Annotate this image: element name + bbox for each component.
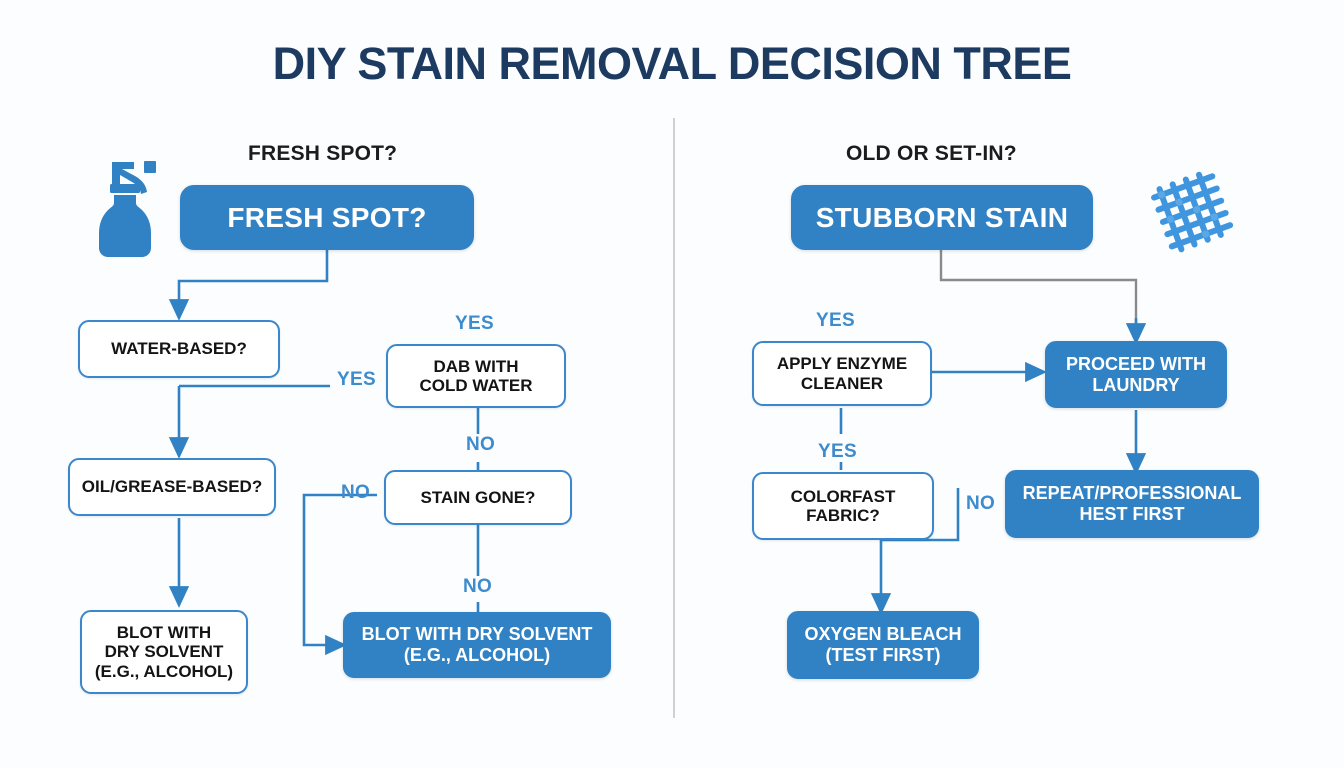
node-proceed-with-laundry[interactable]: PROCEED WITH LAUNDRY [1045, 341, 1227, 408]
page-title: DIY STAIN REMOVAL DECISION TREE [272, 38, 1072, 89]
left-column-header: FRESH SPOT? [248, 142, 398, 165]
node-stain-gone[interactable]: STAIN GONE? [384, 470, 572, 525]
node-dab-cold-water[interactable]: DAB WITH COLD WATER [386, 344, 566, 408]
node-repeat-professional[interactable]: REPEAT/PROFESSIONAL HEST FIRST [1005, 470, 1259, 538]
node-stubborn-stain-root[interactable]: STUBBORN STAIN [791, 185, 1093, 250]
edge-label-yes-above-dab: YES [455, 313, 494, 334]
node-apply-enzyme-cleaner[interactable]: APPLY ENZYME CLEANER [752, 341, 932, 406]
node-blot-dry-solvent-outlined[interactable]: BLOT WITH DRY SOLVENT (E.G., ALCOHOL) [80, 610, 248, 694]
edge-label-yes-below-enzyme: YES [818, 441, 857, 462]
node-fresh-spot-root[interactable]: FRESH SPOT? [180, 185, 474, 250]
edge-label-no-below-stain-gone: NO [463, 576, 493, 597]
node-colorfast-fabric[interactable]: COLORFAST FABRIC? [752, 472, 934, 540]
node-water-based[interactable]: WATER-BASED? [78, 320, 280, 378]
fabric-weave-icon [1143, 163, 1243, 264]
column-divider [673, 118, 675, 718]
edge-label-no-from-stain-gone: NO [341, 482, 371, 503]
edge-label-no-below-dab: NO [466, 434, 496, 455]
edge-label-yes-above-enzyme: YES [816, 310, 855, 331]
right-column-header: OLD OR SET-IN? [846, 142, 1017, 165]
spray-bottle-icon [92, 158, 160, 263]
node-oxygen-bleach[interactable]: OXYGEN BLEACH (TEST FIRST) [787, 611, 979, 679]
edge-label-no-to-bleach: NO [966, 493, 996, 514]
node-oil-grease-based[interactable]: OIL/GREASE-BASED? [68, 458, 276, 516]
edge-label-yes-to-dab: YES [337, 369, 376, 390]
node-blot-dry-solvent-filled[interactable]: BLOT WITH DRY SOLVENT (E.G., ALCOHOL) [343, 612, 611, 678]
